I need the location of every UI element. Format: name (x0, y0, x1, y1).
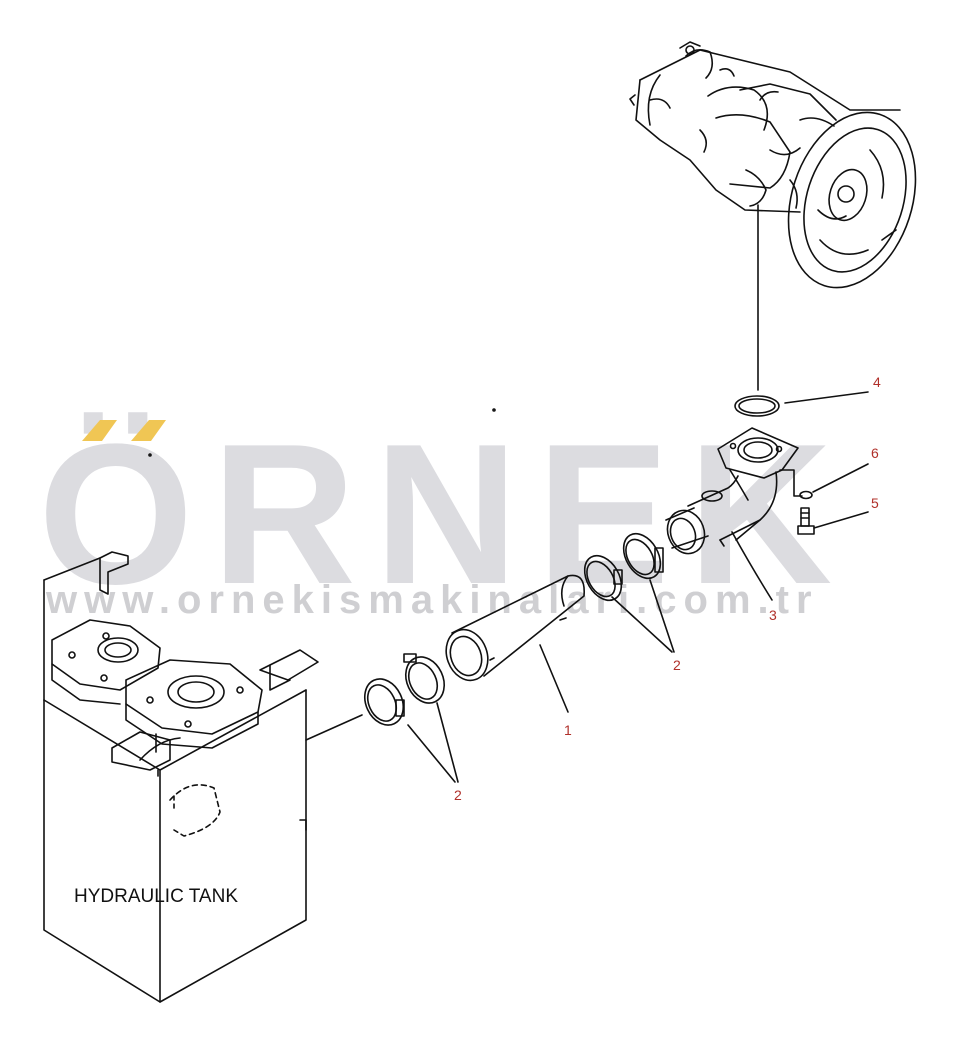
tank-label: HYDRAULIC TANK (74, 886, 238, 907)
watermark-url: www.ornekismakinalari.com.tr (46, 578, 819, 622)
callout-clamp-upper: 2 (673, 657, 681, 673)
hose (445, 574, 585, 682)
hydraulic-tank (43, 551, 319, 1003)
hose-clamps-lower (363, 653, 446, 726)
callout-bolt: 5 (871, 495, 879, 511)
o-ring (734, 395, 780, 417)
callout-o-ring: 4 (873, 374, 881, 390)
callout-elbow: 3 (769, 607, 777, 623)
bolt (797, 507, 815, 535)
washer (799, 490, 813, 500)
callout-clamp-lower: 2 (454, 787, 462, 803)
hydraulic-pump (629, 41, 917, 289)
elbow-flange (665, 427, 803, 555)
callout-hose: 1 (564, 722, 572, 738)
callout-washer: 6 (871, 445, 879, 461)
watermark-brand: ÖRNEK (38, 403, 851, 626)
